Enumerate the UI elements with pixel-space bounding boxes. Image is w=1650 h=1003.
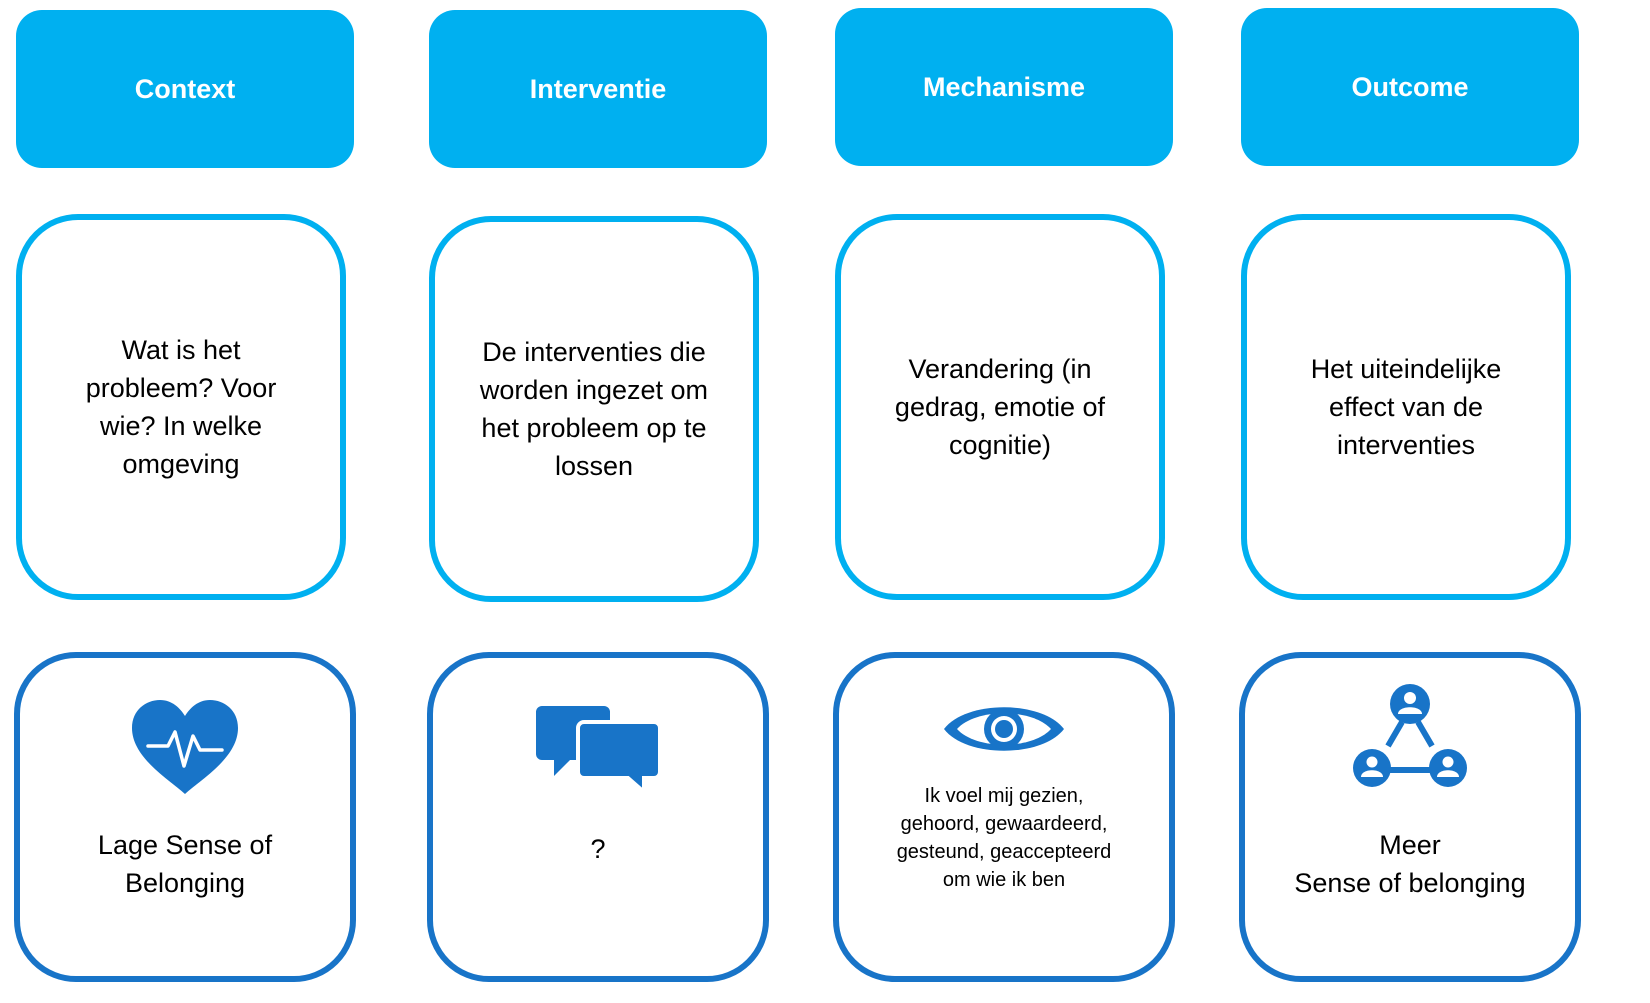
header-label: Mechanisme <box>922 71 1086 102</box>
heart-pulse-icon <box>20 698 350 798</box>
header-mechanisme: Mechanisme <box>835 8 1173 166</box>
header-context: Context <box>16 10 354 168</box>
example-line: ? <box>590 834 606 864</box>
network-people-icon <box>1245 680 1575 790</box>
description-text: Het uiteindelijke effect van de interven… <box>1310 354 1502 460</box>
description-outcome: Het uiteindelijke effect van de interven… <box>1241 214 1571 600</box>
header-label: Context <box>134 73 236 104</box>
example-line: Meer <box>1379 830 1441 860</box>
header-outcome: Outcome <box>1241 8 1579 166</box>
description-interventie: De interventies die worden ingezet om he… <box>429 216 759 602</box>
description-text: De interventies die worden ingezet om he… <box>479 337 709 481</box>
description-mechanisme: Verandering (in gedrag, emotie of cognit… <box>835 214 1165 600</box>
example-line: Ik voel mij gezien, <box>924 785 1084 807</box>
header-label: Interventie <box>529 73 667 104</box>
example-line: Belonging <box>124 868 246 898</box>
header-label: Outcome <box>1351 71 1469 102</box>
description-text: Verandering (in gedrag, emotie of cognit… <box>894 354 1106 460</box>
description-context: Wat is het probleem? Voor wie? In welke … <box>16 214 346 600</box>
example-context: Lage Sense of Belonging <box>14 652 356 982</box>
chat-bubbles-icon <box>433 702 763 792</box>
eye-icon <box>839 696 1169 762</box>
example-mechanisme: Ik voel mij gezien, gehoord, gewaardeerd… <box>833 652 1175 982</box>
example-interventie: ? <box>427 652 769 982</box>
example-line: Lage Sense of <box>97 830 273 860</box>
example-outcome: Meer Sense of belonging <box>1239 652 1581 982</box>
example-line: om wie ik ben <box>942 869 1066 891</box>
example-line: gesteund, geaccepteerd <box>896 841 1112 863</box>
description-text: Wat is het probleem? Voor wie? In welke … <box>85 335 277 479</box>
example-line: gehoord, gewaardeerd, <box>900 813 1108 835</box>
header-interventie: Interventie <box>429 10 767 168</box>
example-line: Sense of belonging <box>1294 868 1526 898</box>
